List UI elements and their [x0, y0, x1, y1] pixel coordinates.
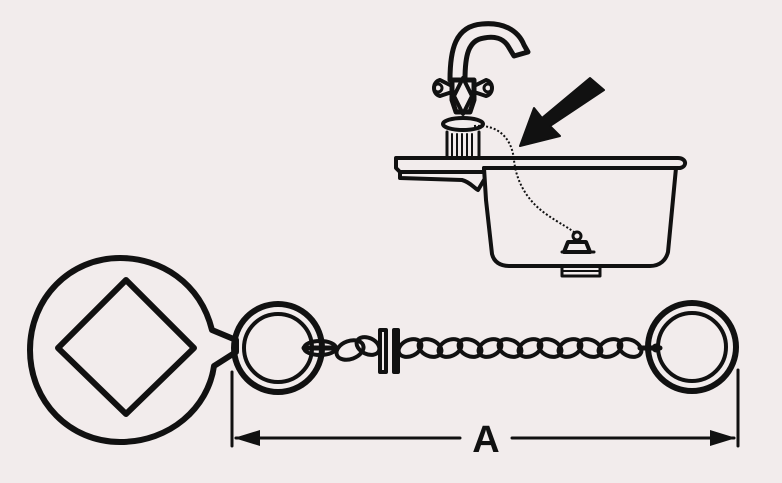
drain-outlet	[560, 264, 602, 278]
dimension-arrow-right	[710, 430, 736, 446]
right-ring	[645, 300, 739, 394]
twisted-chain	[301, 328, 663, 374]
tap-handle-right	[472, 78, 494, 98]
sink-basin	[394, 156, 687, 278]
dimension-arrow-left	[234, 430, 260, 446]
diamond-symbol	[55, 277, 197, 417]
dimension-line: A	[230, 368, 740, 461]
ring-tag-with-diamond	[27, 255, 239, 445]
dimension-label: A	[472, 419, 499, 461]
tap-handle-left	[432, 78, 454, 98]
plug-stopper	[560, 230, 596, 254]
chain-links	[396, 337, 644, 359]
tap-illustration	[432, 21, 531, 158]
pointer-arrow	[519, 77, 605, 147]
tap-threaded-base	[441, 116, 485, 158]
sink-plug-with-chain	[473, 124, 596, 254]
